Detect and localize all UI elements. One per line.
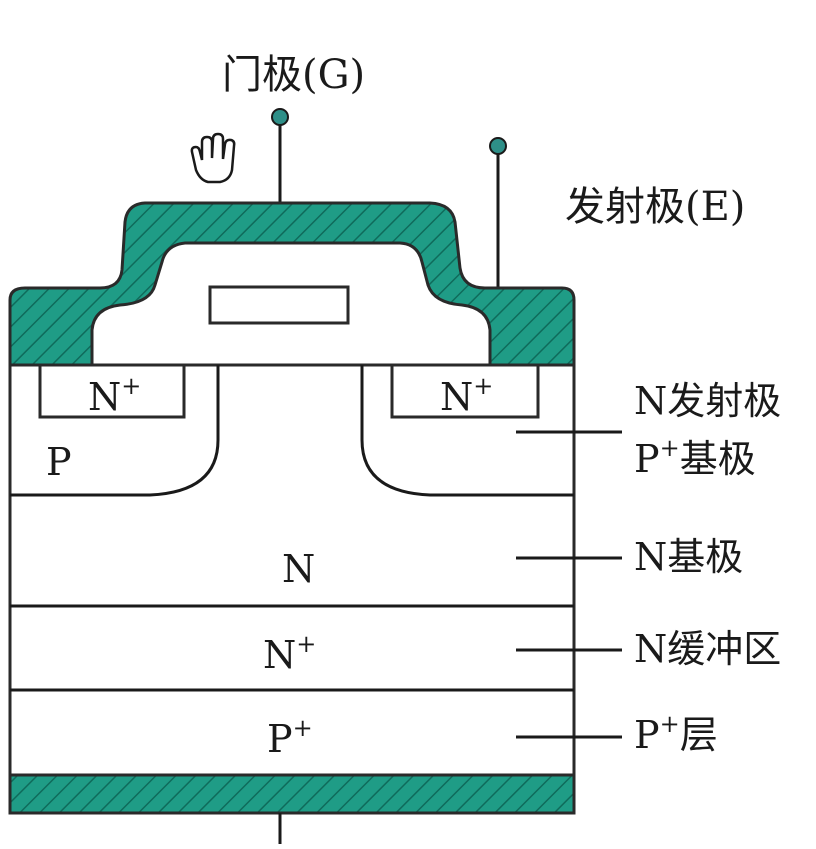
p-plus-layer-label: P+ — [267, 714, 313, 761]
callout-p-plus-base: P+基极 — [634, 434, 756, 481]
gate-electrode — [208, 285, 350, 325]
emitter-terminal: 发射极(E) — [489, 137, 745, 290]
n-plus-region-left — [38, 363, 186, 419]
p-well-left — [10, 365, 220, 497]
n-plus-region-right — [390, 363, 540, 419]
gate-contact-dot[interactable] — [271, 108, 289, 126]
callout-n-base: N基极 — [634, 535, 743, 579]
callout-n-buffer: N缓冲区 — [634, 627, 781, 671]
n-plus-right-label: N+ — [440, 372, 493, 419]
collector-metal — [8, 773, 576, 815]
n-plus-left-label: N+ — [88, 372, 141, 419]
hand-cursor-icon — [190, 132, 236, 184]
n-buffer-label: N+ — [263, 630, 316, 677]
n-drift-label: N — [282, 547, 315, 591]
gate-label: 门极(G) — [222, 52, 365, 98]
callout-n-emitter: N发射极 — [634, 379, 781, 423]
p-well-right — [360, 365, 574, 497]
gate-terminal: 门极(G) — [222, 52, 365, 296]
emitter-label: 发射极(E) — [565, 184, 745, 230]
p-well-label: P — [46, 440, 72, 484]
emitter-contact-dot[interactable] — [489, 137, 507, 155]
callout-p-plus-layer: P+层 — [634, 710, 718, 757]
